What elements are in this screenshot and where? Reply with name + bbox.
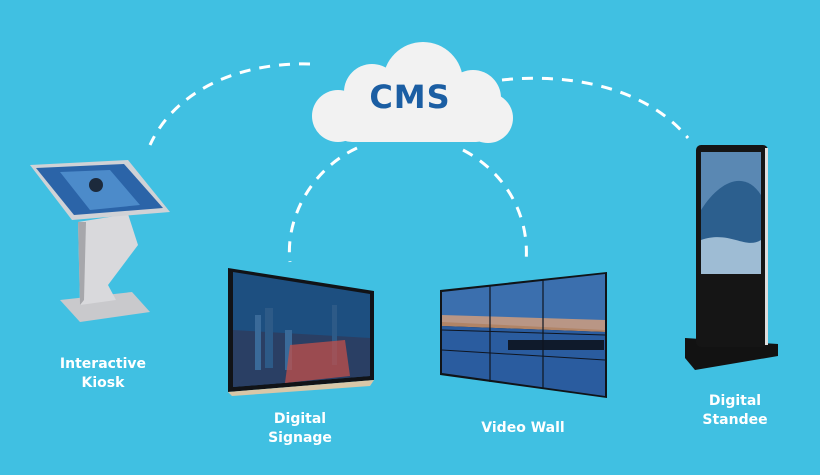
digital-standee-icon <box>685 145 778 370</box>
node-label-digital-signage: Digital Signage <box>250 410 350 448</box>
label-line: Digital <box>273 411 327 427</box>
label-line: Interactive <box>59 356 147 372</box>
connector-standee <box>501 76 690 139</box>
connector-signage <box>287 146 358 263</box>
node-label-interactive-kiosk: Interactive Kiosk <box>48 355 158 393</box>
node-label-video-wall: Video Wall <box>468 419 578 438</box>
label-line: Standee <box>702 412 768 428</box>
node-label-digital-standee: Digital Standee <box>685 392 785 430</box>
video-wall-icon <box>440 272 607 398</box>
digital-signage-icon <box>228 268 374 396</box>
connector-kiosk <box>148 62 311 146</box>
label-line: Digital <box>708 393 762 409</box>
cms-label: CMS <box>369 78 451 116</box>
connector-videowall <box>462 148 528 263</box>
label-line: Video Wall <box>481 420 565 436</box>
interactive-kiosk-icon <box>30 160 170 322</box>
label-line: Signage <box>268 430 332 446</box>
cms-cloud-icon <box>312 42 513 143</box>
label-line: Kiosk <box>81 375 125 391</box>
